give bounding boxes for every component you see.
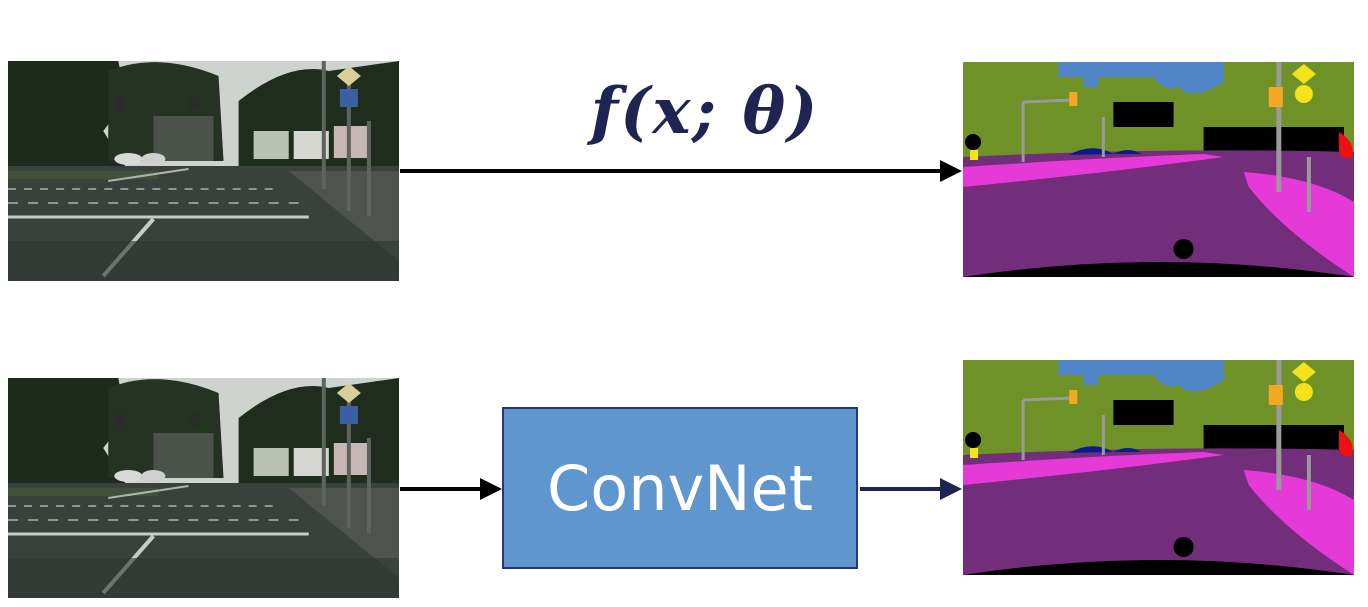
convnet-label: ConvNet <box>546 451 814 525</box>
function-formula: f(x; θ) <box>590 74 820 149</box>
arrow-convnet-to-output <box>860 478 962 500</box>
convnet-box: ConvNet <box>502 407 858 569</box>
arrow-top <box>400 160 962 182</box>
arrow-input-to-convnet <box>400 478 502 500</box>
